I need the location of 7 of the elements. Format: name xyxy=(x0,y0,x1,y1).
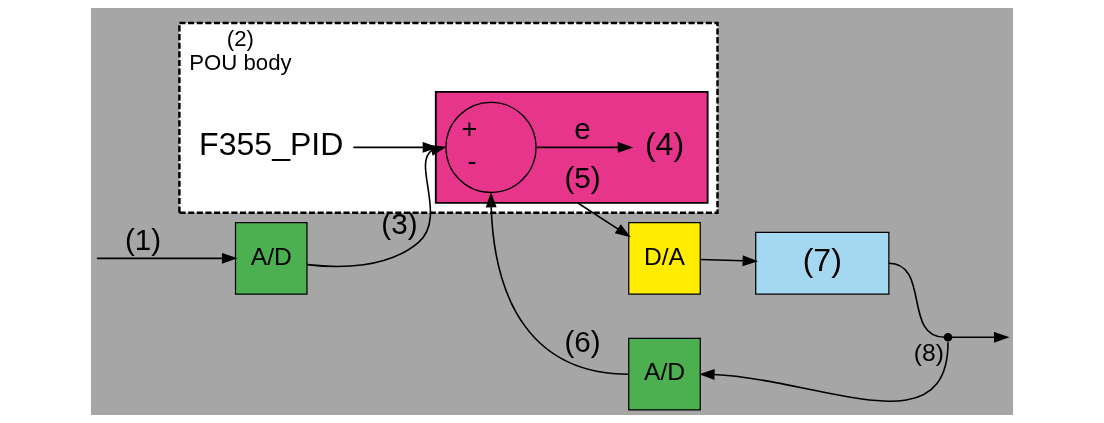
edge-label: (5) xyxy=(564,161,601,195)
node-text: (4) xyxy=(644,126,685,163)
edge-label: (1) xyxy=(124,222,162,256)
node-text: F355_PID xyxy=(199,126,344,163)
node-label: (8) xyxy=(913,338,944,366)
edge-label: (6) xyxy=(564,325,601,359)
edge-label: e xyxy=(574,112,591,146)
